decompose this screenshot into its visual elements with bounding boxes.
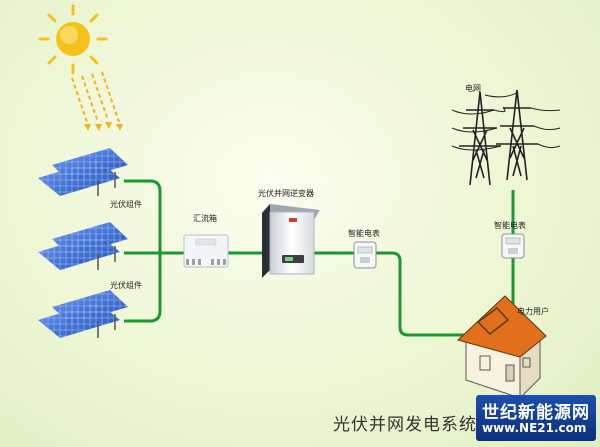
label-pv-module-1: 光伏组件	[110, 200, 142, 209]
smart-meter-left-icon	[353, 241, 377, 269]
wiring	[124, 179, 515, 337]
label-grid: 电网	[465, 84, 481, 93]
solar-panel-array-2	[38, 222, 128, 270]
combiner-box-icon	[183, 234, 229, 268]
label-power-user: 电力用户	[517, 307, 549, 316]
label-smart-meter-left: 智能电表	[348, 229, 380, 238]
inverter-icon	[262, 204, 320, 278]
label-inverter: 光伏并网逆变器	[258, 189, 314, 198]
solar-panel-array-3	[38, 290, 128, 338]
smart-meter-right-icon	[501, 233, 525, 259]
label-pv-module-2: 光伏组件	[110, 281, 142, 290]
watermark-line2: www.NE21.com	[482, 421, 587, 435]
watermark-line1: 世纪新能源网	[482, 403, 590, 423]
solar-panel-array-1	[38, 148, 128, 196]
label-combiner-box: 汇流箱	[193, 214, 217, 223]
label-smart-meter-right: 智能电表	[494, 221, 526, 230]
sun-rays-icon	[71, 71, 123, 131]
power-grid-tower-icon	[451, 89, 561, 186]
diagram-title: 光伏并网发电系统	[333, 415, 477, 435]
sun-icon	[38, 4, 108, 75]
watermark-logo: 世纪新能源网 www.NE21.com	[476, 395, 596, 441]
house-icon	[457, 295, 547, 400]
